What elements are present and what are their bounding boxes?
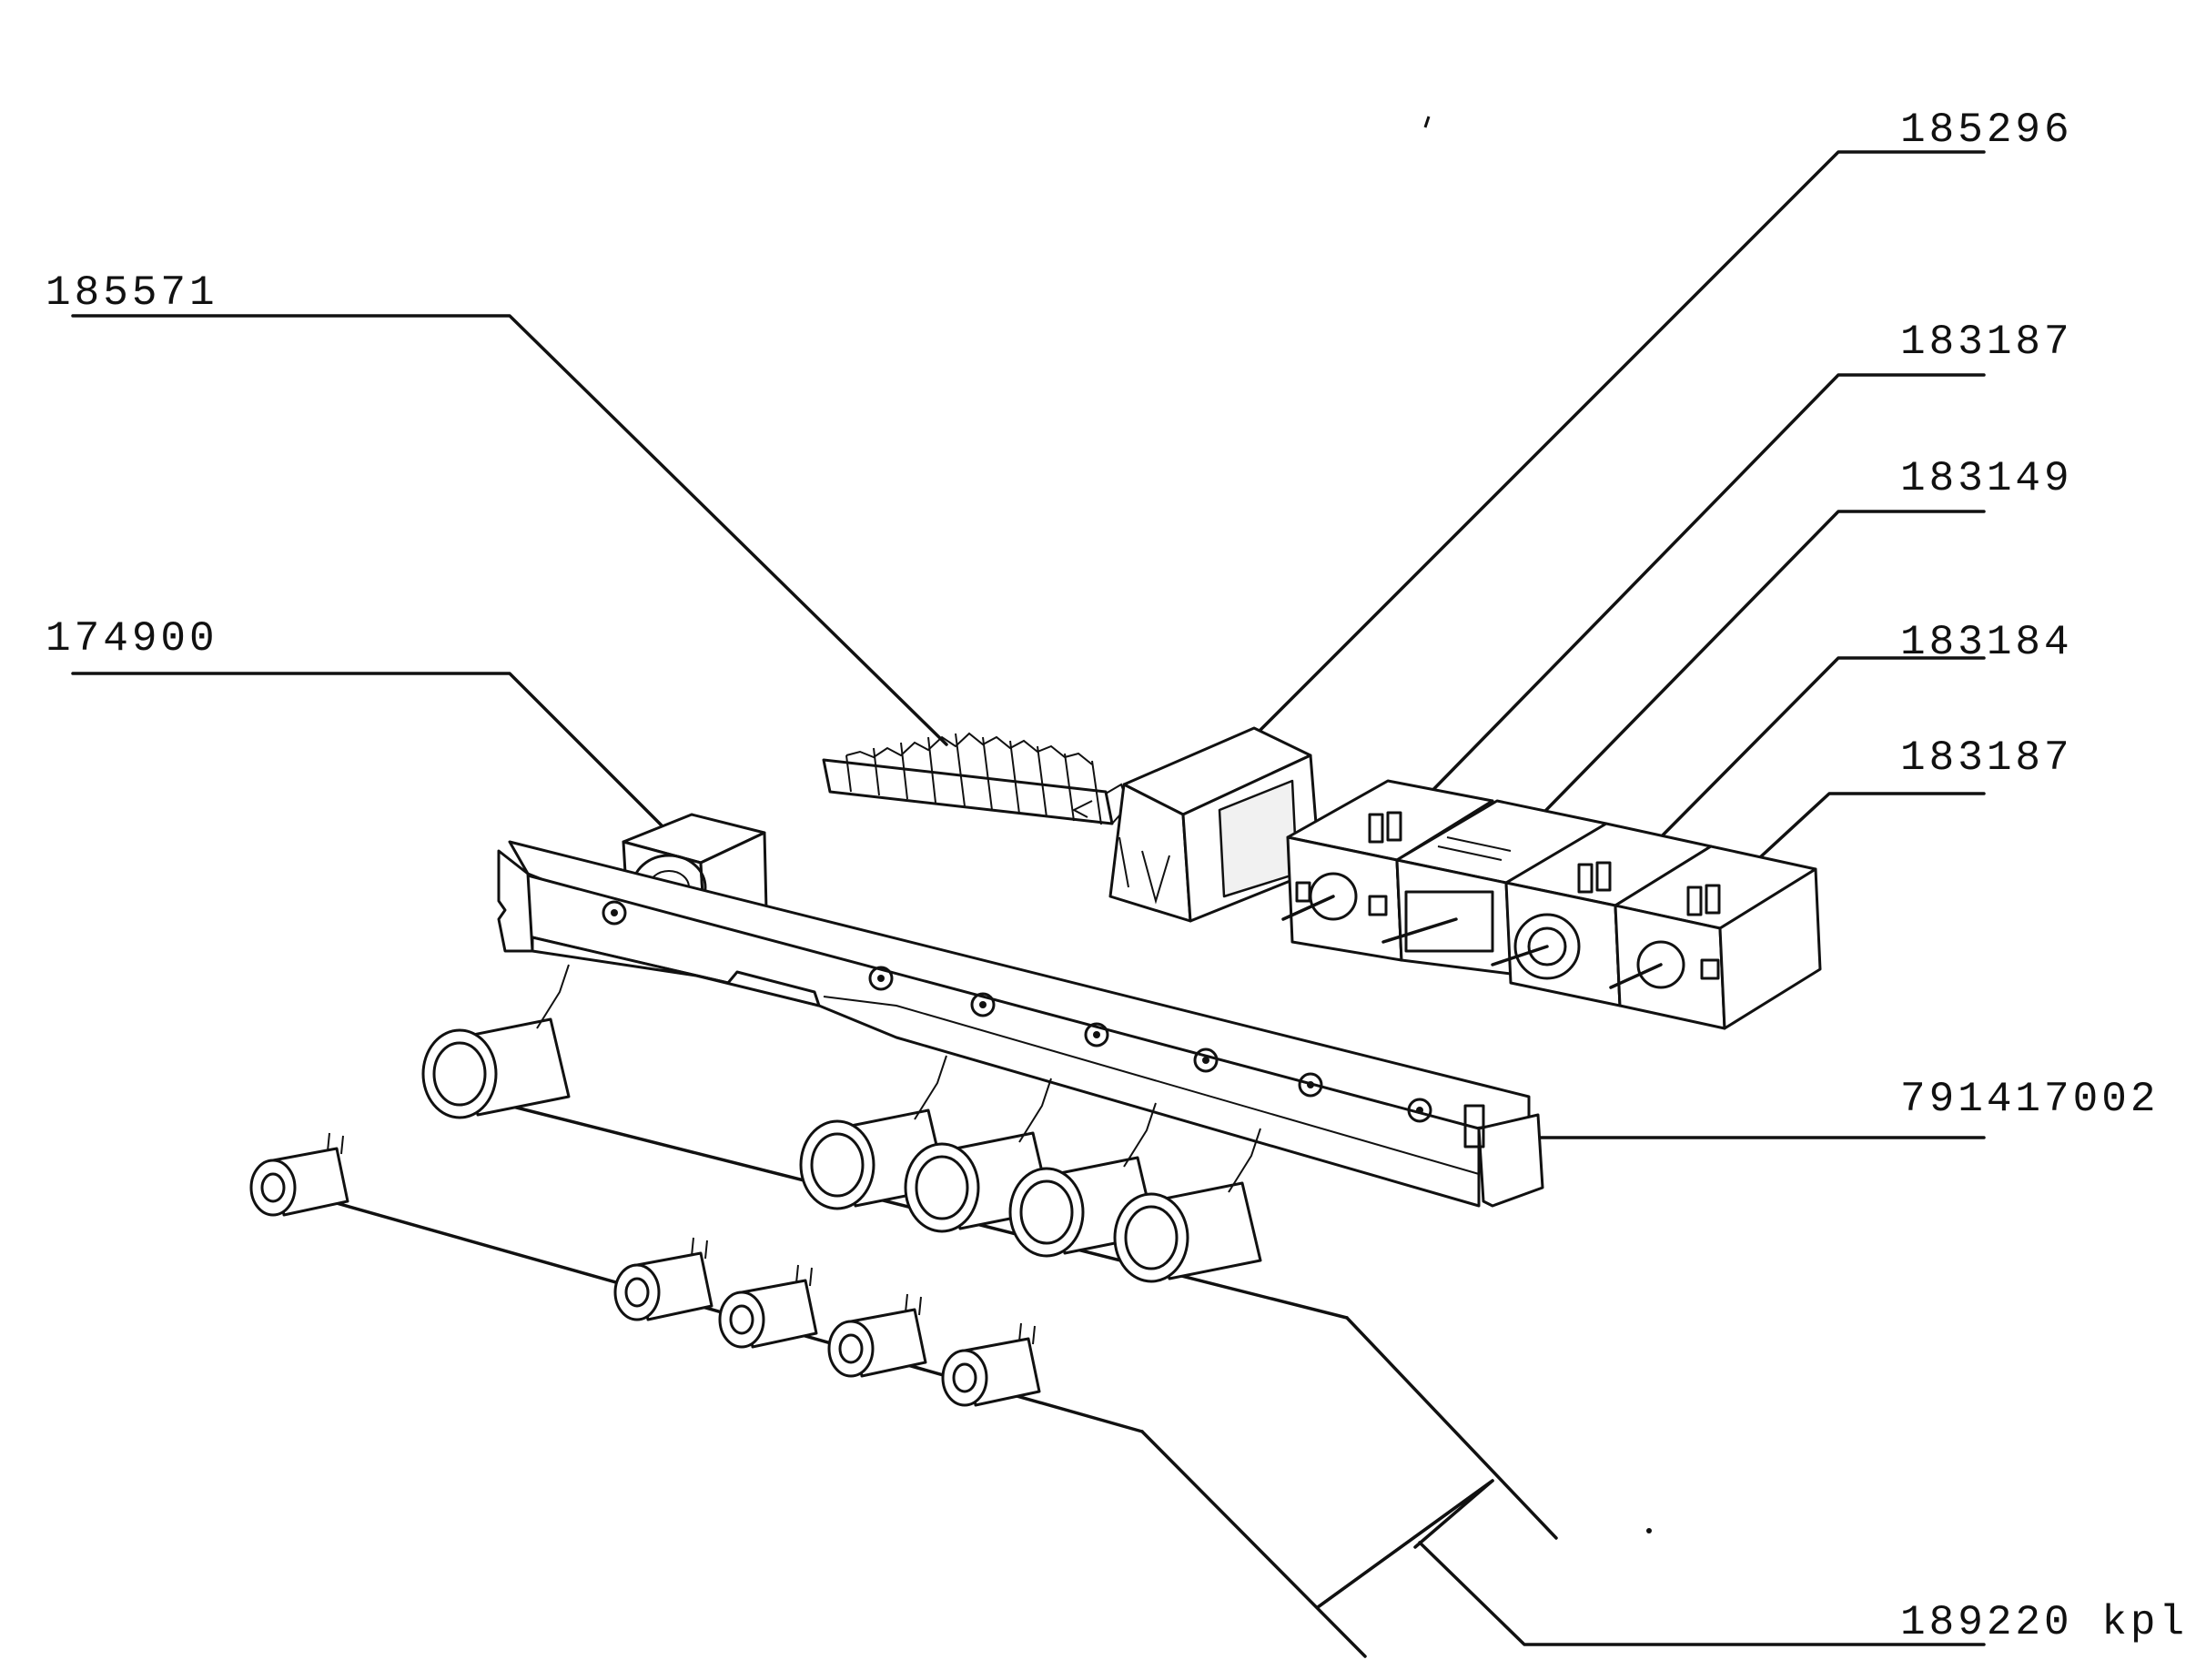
leader-183187-upper xyxy=(1413,373,1986,810)
bracket-upper-arm xyxy=(1316,1479,1494,1609)
leader-183149 xyxy=(1504,510,1986,853)
bezel-1 xyxy=(421,964,571,1119)
label-183149: 183149 xyxy=(1900,455,2073,502)
lamp-4 xyxy=(827,1293,927,1378)
knob-bezels xyxy=(421,964,1262,1283)
leader-183184 xyxy=(1632,656,1986,866)
mounting-rail-791417002 xyxy=(497,840,1544,1208)
leader-174900 xyxy=(71,672,680,844)
lamp-3 xyxy=(718,1264,818,1349)
lamp-5 xyxy=(941,1322,1041,1407)
label-183187-lower: 183187 xyxy=(1900,734,2073,782)
switch-block-183149 xyxy=(1381,799,1608,976)
leader-185571 xyxy=(71,314,948,746)
terminal-strip-185571 xyxy=(822,732,1130,825)
knob-row-upper-tail xyxy=(1345,1316,1558,1540)
label-183187-upper: 183187 xyxy=(1900,319,2073,366)
leader-183187-lower xyxy=(1746,792,1986,871)
bezel-5 xyxy=(1113,1128,1262,1283)
transformer-185296 xyxy=(1108,726,1321,923)
lamp-1 xyxy=(249,1132,349,1217)
label-185296: 185296 xyxy=(1900,106,2073,154)
label-174900: 174900 xyxy=(46,615,218,663)
switch-block-183187-b xyxy=(1609,845,1822,1030)
knob-row-lower-tail xyxy=(1140,1430,1367,1658)
label-185571: 185571 xyxy=(46,269,218,317)
label-189220-kpl: 189220 kpl xyxy=(1900,1599,2188,1646)
leader-185296 xyxy=(1240,150,1986,750)
lamp-holders xyxy=(249,1132,1041,1407)
label-791417002: 791417002 xyxy=(1900,1076,2159,1123)
leader-189220-kpl xyxy=(1418,1541,1986,1646)
lamp-2 xyxy=(613,1237,713,1321)
part-labels: 185296 185571 183187 183149 174900 18318… xyxy=(46,106,2188,1646)
rail-holes xyxy=(602,900,1432,1123)
scan-specks xyxy=(1423,116,1652,1533)
